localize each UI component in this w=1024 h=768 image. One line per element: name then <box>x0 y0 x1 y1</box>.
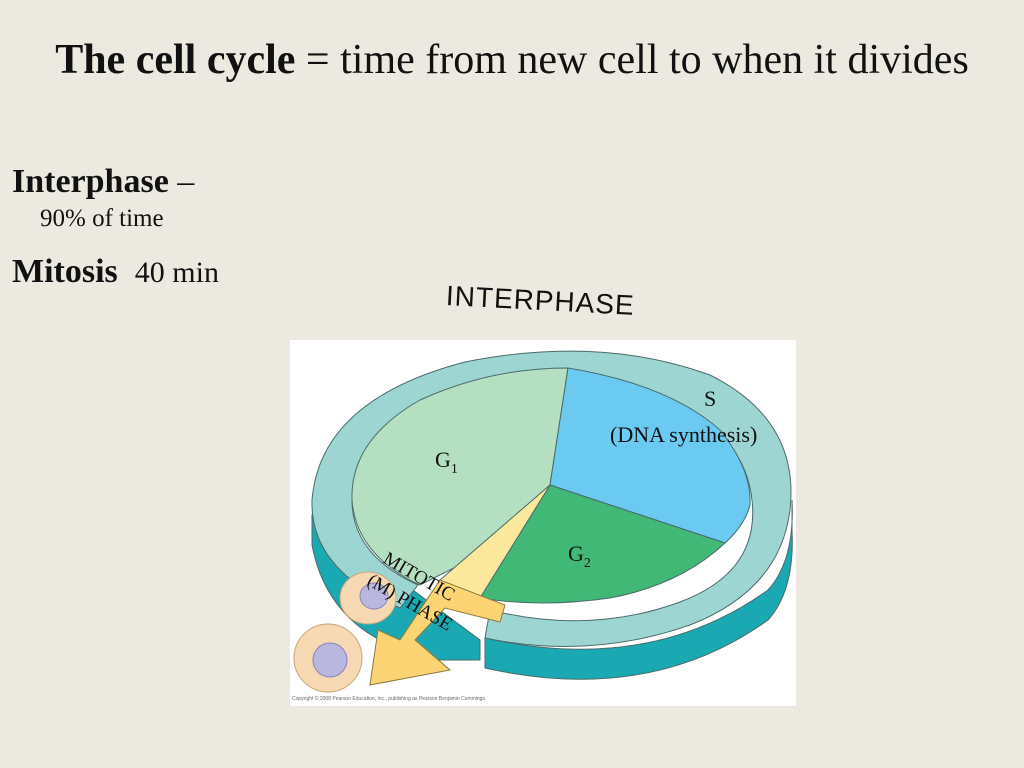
g1-subscript: 1 <box>451 462 458 477</box>
cell-cycle-diagram: S (DNA synthesis) G1 G2 MITOTIC (M) PHAS… <box>290 340 796 706</box>
bullet-list: Interphase – 90% of time Mitosis 40 min <box>12 160 219 295</box>
diagram-interphase-header: INTERPHASE <box>445 280 636 321</box>
g2-sector <box>479 484 726 604</box>
g2-subscript: 2 <box>584 556 591 571</box>
copyright-credit: Copyright © 2008 Pearson Education, Inc.… <box>292 695 486 702</box>
g2-label: G2 <box>568 541 591 571</box>
s-sector <box>549 367 751 544</box>
g1-sector <box>351 367 569 586</box>
bullet-interphase-sub: 90% of time <box>40 205 164 232</box>
daughter-cell-lower-nucleus <box>312 642 348 678</box>
g1-label: G1 <box>435 447 458 477</box>
bullet-mitosis-value: 40 min <box>134 256 219 289</box>
s-phase-sublabel: (DNA synthesis) <box>610 422 757 447</box>
bullet-mitosis: Mitosis 40 min <box>12 250 219 295</box>
bullet-interphase-dash: – <box>168 163 195 200</box>
slide-title: The cell cycle = time from new cell to w… <box>0 34 1024 86</box>
cell-cycle-svg: S (DNA synthesis) G1 G2 MITOTIC (M) PHAS… <box>290 340 796 706</box>
mitotic-arrow <box>369 579 506 686</box>
g1-letter: G <box>435 447 451 472</box>
bullet-interphase: Interphase – <box>12 160 219 204</box>
bullet-interphase-label: Interphase <box>12 163 169 200</box>
s-phase-label: S <box>704 386 716 411</box>
g2-letter: G <box>568 541 584 566</box>
bullet-mitosis-label: Mitosis <box>12 253 118 290</box>
title-bold: The cell cycle <box>55 37 296 83</box>
title-rest: = time from new cell to when it divides <box>295 37 969 83</box>
ring-side-right <box>484 499 793 680</box>
daughter-cell-upper-nucleus <box>359 582 389 610</box>
